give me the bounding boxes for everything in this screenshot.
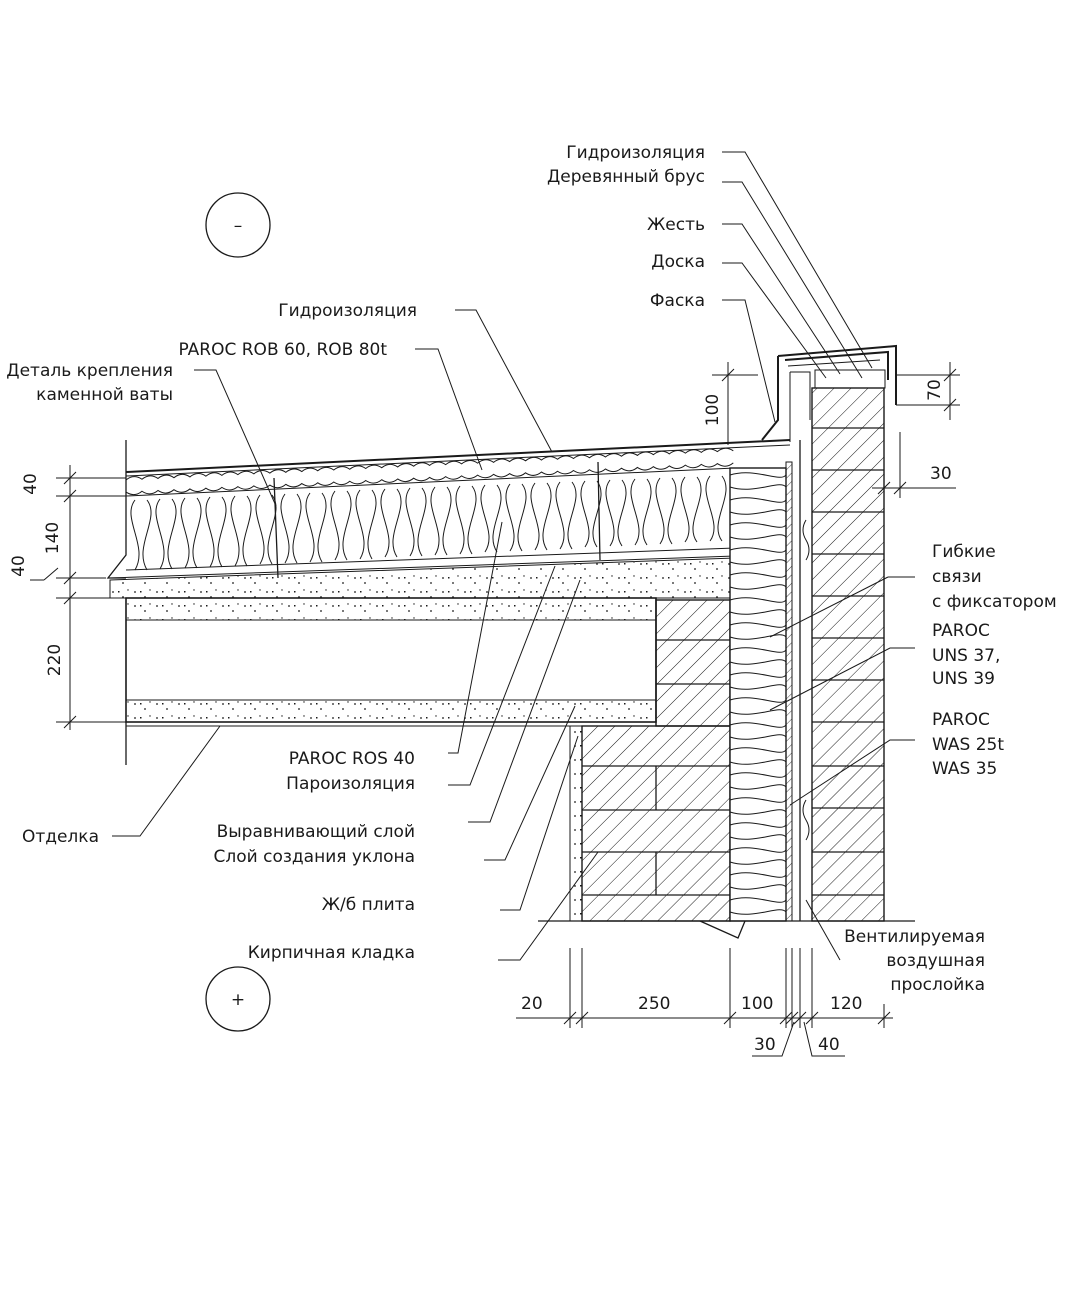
label-was-1: PAROC	[932, 710, 990, 730]
leader-lines	[112, 151, 915, 961]
label-doska: Доска	[651, 252, 705, 272]
label-uns-3: UNS 39	[932, 669, 995, 689]
dim-h100: 100	[741, 994, 773, 1014]
label-kladka: Кирпичная кладка	[248, 943, 415, 963]
dim-h20: 20	[521, 994, 543, 1014]
label-gidro-top: Гидроизоляция	[566, 143, 705, 163]
dim-h120: 120	[830, 994, 862, 1014]
rob-wool-top	[125, 447, 734, 496]
label-vent-1: Вентилируемая	[844, 927, 985, 947]
label-vyravn: Выравнивающий слой	[217, 822, 415, 842]
dim-v140: 140	[43, 522, 63, 554]
label-gibkie-3: с фиксатором	[932, 592, 1057, 612]
dim-h40: 40	[818, 1035, 840, 1055]
callout-labels: Гидроизоляция Деревянный брус Жесть Доск…	[6, 143, 1056, 995]
label-brus: Деревянный брус	[547, 167, 705, 187]
dimension-lines	[30, 362, 960, 1057]
label-vent-2: воздушная	[886, 951, 985, 971]
minus-zone-marker	[205, 192, 271, 258]
label-gibkie-1: Гибкие	[932, 542, 996, 562]
dim-v70: 70	[925, 379, 945, 401]
label-was-3: WAS 35	[932, 759, 997, 779]
label-rob: PAROC ROB 60, ROB 80t	[178, 340, 387, 360]
dimension-labels: 40 140 40 220 100 70 30 20 250 100 120 3…	[9, 379, 952, 1055]
label-gibkie-2: связи	[932, 567, 982, 587]
label-gidro-roof: Гидроизоляция	[278, 301, 417, 321]
plus-zone-marker	[205, 966, 271, 1032]
roof-assembly	[106, 439, 791, 765]
label-detail-1: Деталь крепления	[6, 361, 173, 381]
label-uklon: Слой создания уклона	[214, 847, 415, 867]
label-detail-2: каменной ваты	[36, 385, 173, 405]
label-uns-2: UNS 37,	[932, 646, 1000, 666]
label-otdelka: Отделка	[22, 827, 99, 847]
label-was-2: WAS 25t	[932, 735, 1004, 755]
dim-v40a: 40	[21, 473, 41, 495]
label-plita: Ж/б плита	[322, 895, 415, 915]
label-faska: Фаска	[650, 291, 705, 311]
label-zhest: Жесть	[647, 215, 705, 235]
dim-v100: 100	[703, 394, 723, 426]
label-paroizol: Пароизоляция	[286, 774, 415, 794]
wall-assembly	[538, 344, 915, 939]
dim-v40b: 40	[9, 555, 29, 577]
label-vent-3: прослойка	[890, 975, 985, 995]
plus-sign: +	[231, 990, 245, 1010]
label-uns-1: PAROC	[932, 621, 990, 641]
ros-wool-main	[130, 475, 727, 571]
dim-v220: 220	[45, 644, 65, 676]
dim-h30-top: 30	[930, 464, 952, 484]
dim-h30: 30	[754, 1035, 776, 1055]
label-ros: PAROC ROS 40	[289, 749, 415, 769]
dim-h250: 250	[638, 994, 670, 1014]
minus-sign: –	[234, 216, 243, 236]
uns-wool	[729, 472, 787, 915]
